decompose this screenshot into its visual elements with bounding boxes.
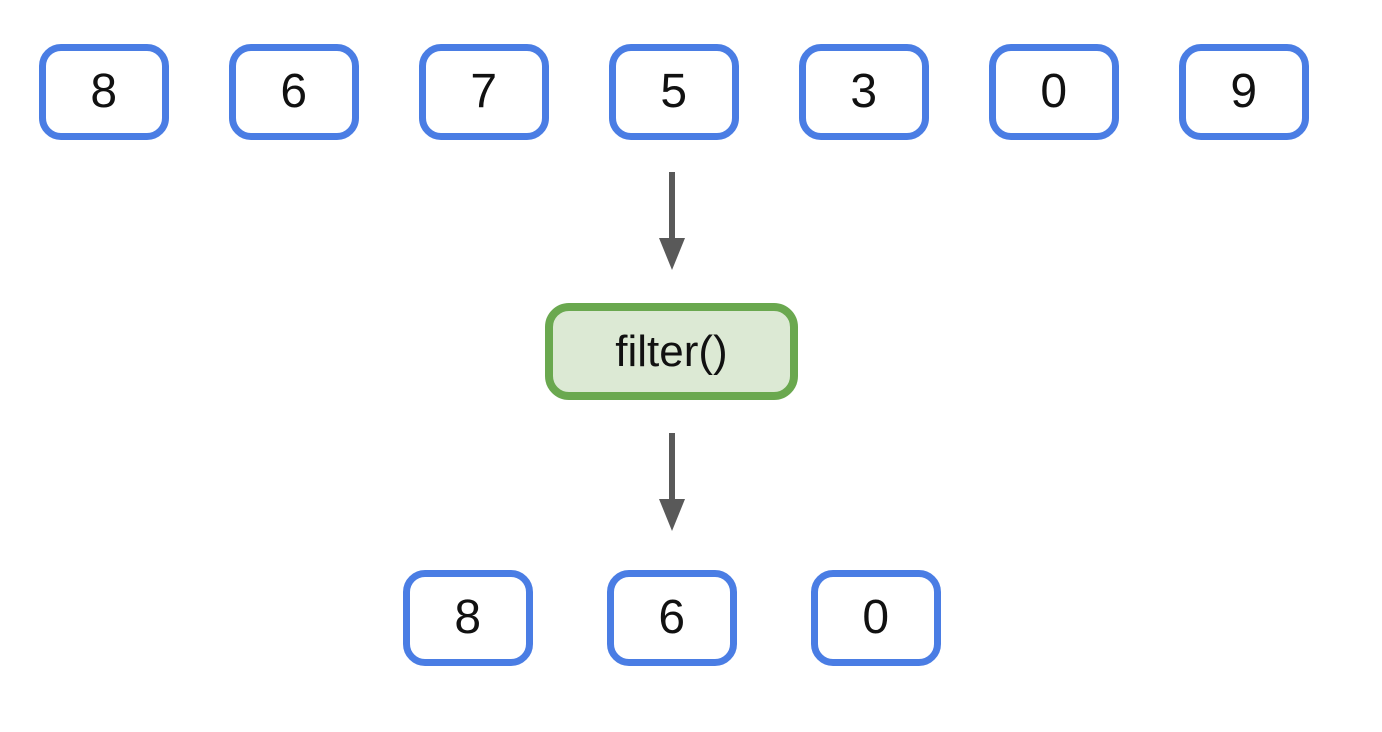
input-box: 6 <box>229 44 359 140</box>
input-value: 0 <box>1040 65 1068 118</box>
input-value: 6 <box>280 65 308 118</box>
input-row: 8 6 7 5 3 0 9 <box>39 44 1309 140</box>
input-value: 9 <box>1230 65 1258 118</box>
input-box: 0 <box>989 44 1119 140</box>
input-box: 3 <box>799 44 929 140</box>
output-box: 6 <box>607 570 737 666</box>
output-row: 8 6 0 <box>403 570 941 666</box>
input-box: 9 <box>1179 44 1309 140</box>
down-arrow-icon <box>659 172 685 270</box>
input-value: 7 <box>470 65 498 118</box>
input-box: 7 <box>419 44 549 140</box>
output-value: 8 <box>454 591 482 644</box>
filter-operation-label: filter() <box>615 326 728 376</box>
input-box: 8 <box>39 44 169 140</box>
filter-operation-box: filter() <box>545 303 798 400</box>
down-arrow-icon <box>659 433 685 531</box>
input-box: 5 <box>609 44 739 140</box>
output-box: 0 <box>811 570 941 666</box>
input-value: 5 <box>660 65 688 118</box>
output-value: 0 <box>862 591 890 644</box>
output-box: 8 <box>403 570 533 666</box>
output-value: 6 <box>658 591 686 644</box>
input-value: 8 <box>90 65 118 118</box>
input-value: 3 <box>850 65 878 118</box>
